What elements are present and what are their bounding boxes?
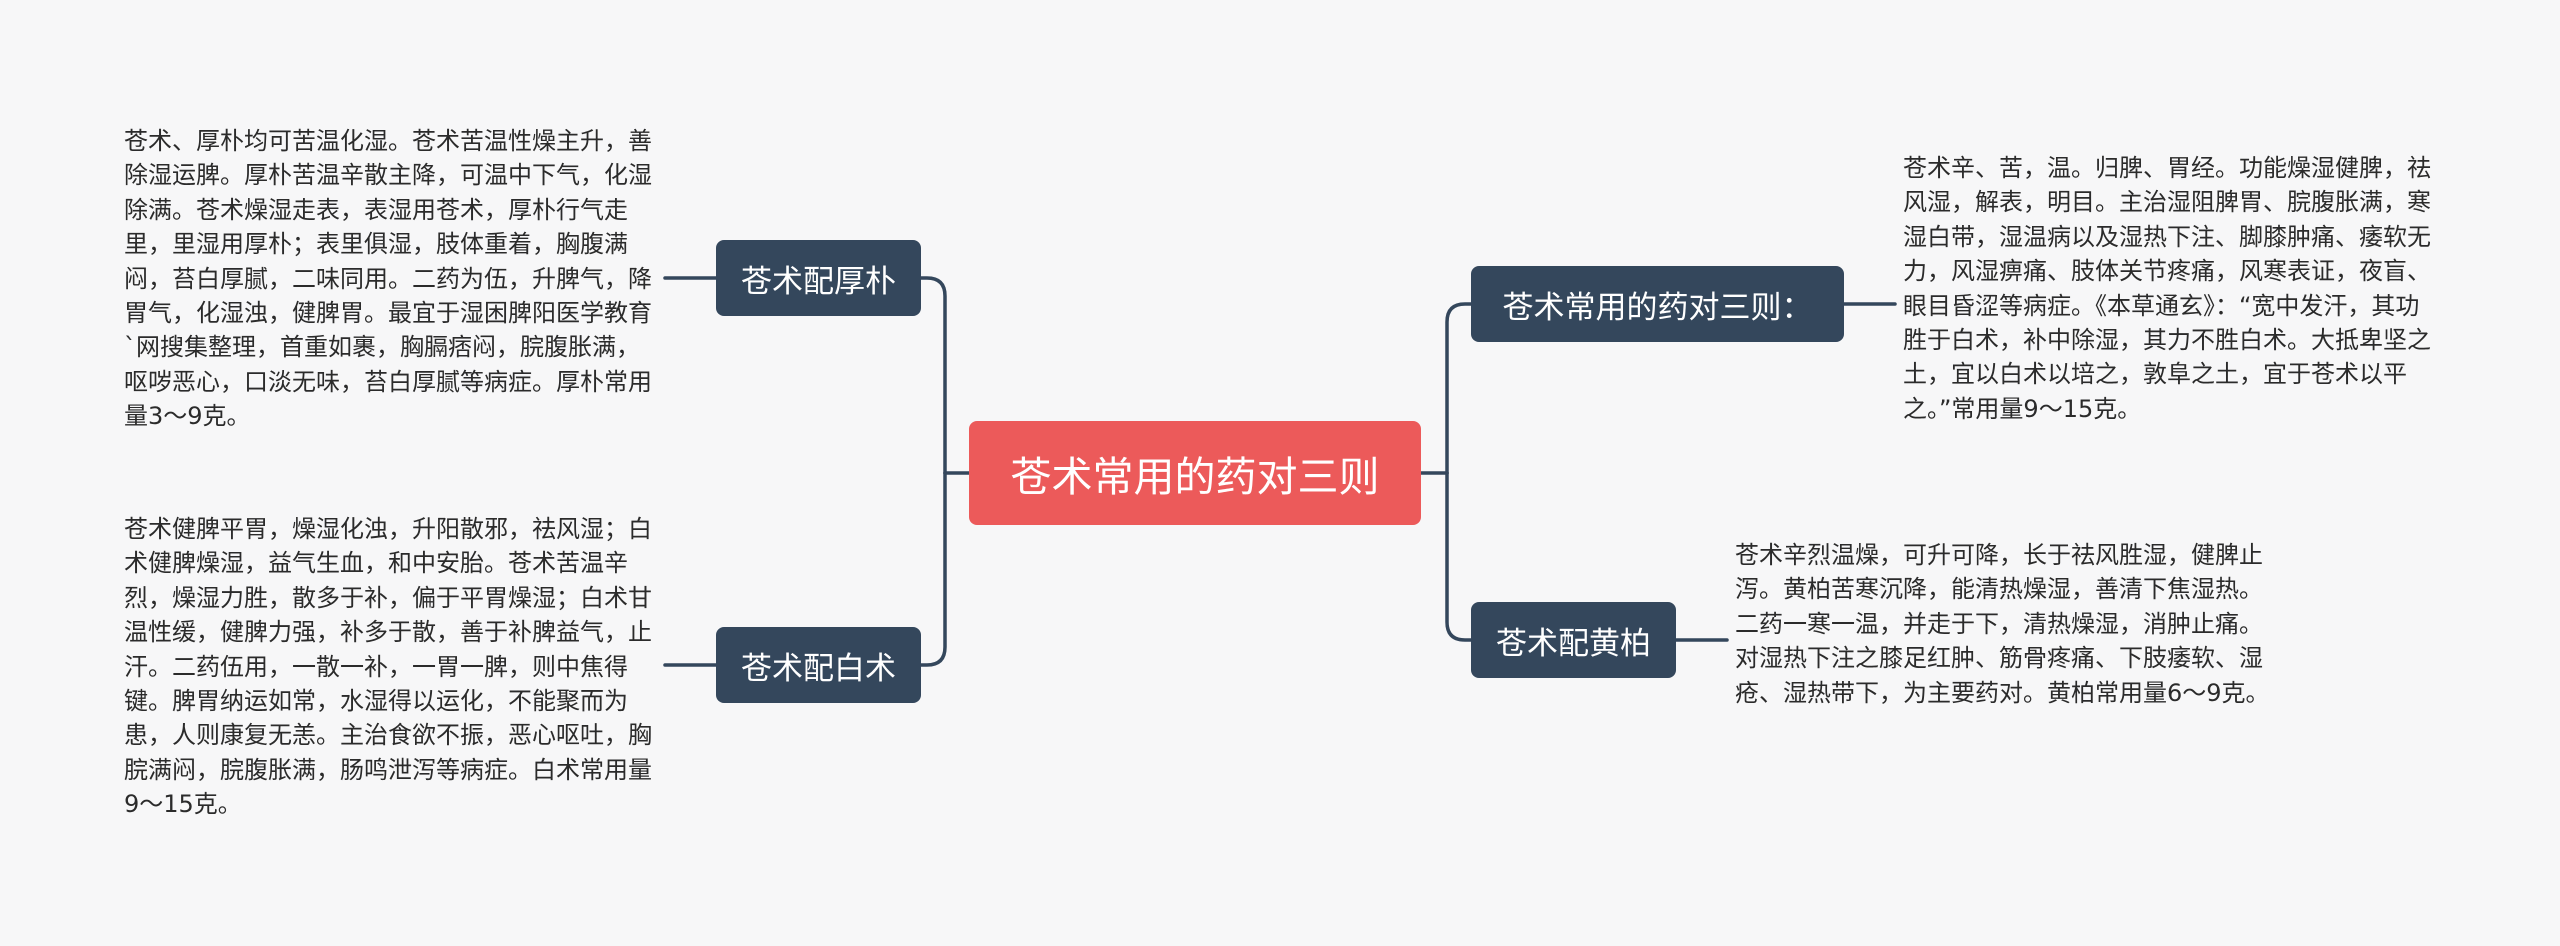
connector-left-baizhu	[919, 471, 947, 667]
note-houpu: 苍术、厚朴均可苦温化湿。苍术苦温性燥主升，善除湿运脾。厚朴苦温辛散主降，可温中下…	[124, 127, 652, 431]
note-baizhu: 苍术健脾平胃，燥湿化浊，升阳散邪，祛风湿；白术健脾燥湿，益气生血，和中安胎。苍术…	[124, 515, 652, 819]
branch-sanze[interactable]: 苍术常用的药对三则：	[1471, 266, 1844, 342]
branch-houpu[interactable]: 苍术配厚朴	[716, 240, 921, 316]
connector-left-houpu	[919, 276, 947, 475]
branch-huangbo[interactable]: 苍术配黄柏	[1471, 602, 1676, 678]
note-sanze: 苍术辛、苦，温。归脾、胃经。功能燥湿健脾，祛风湿，解表，明目。主治湿阻脾胃、脘腹…	[1903, 154, 2431, 423]
central-topic[interactable]: 苍术常用的药对三则	[969, 421, 1421, 525]
connector-right-sanze	[1445, 302, 1473, 475]
branch-baizhu[interactable]: 苍术配白术	[716, 627, 921, 703]
connector-right-huangbo	[1445, 471, 1473, 642]
note-huangbo: 苍术辛烈温燥，可升可降，长于祛风胜湿，健脾止泻。黄柏苦寒沉降，能清热燥湿，善清下…	[1735, 541, 2270, 707]
